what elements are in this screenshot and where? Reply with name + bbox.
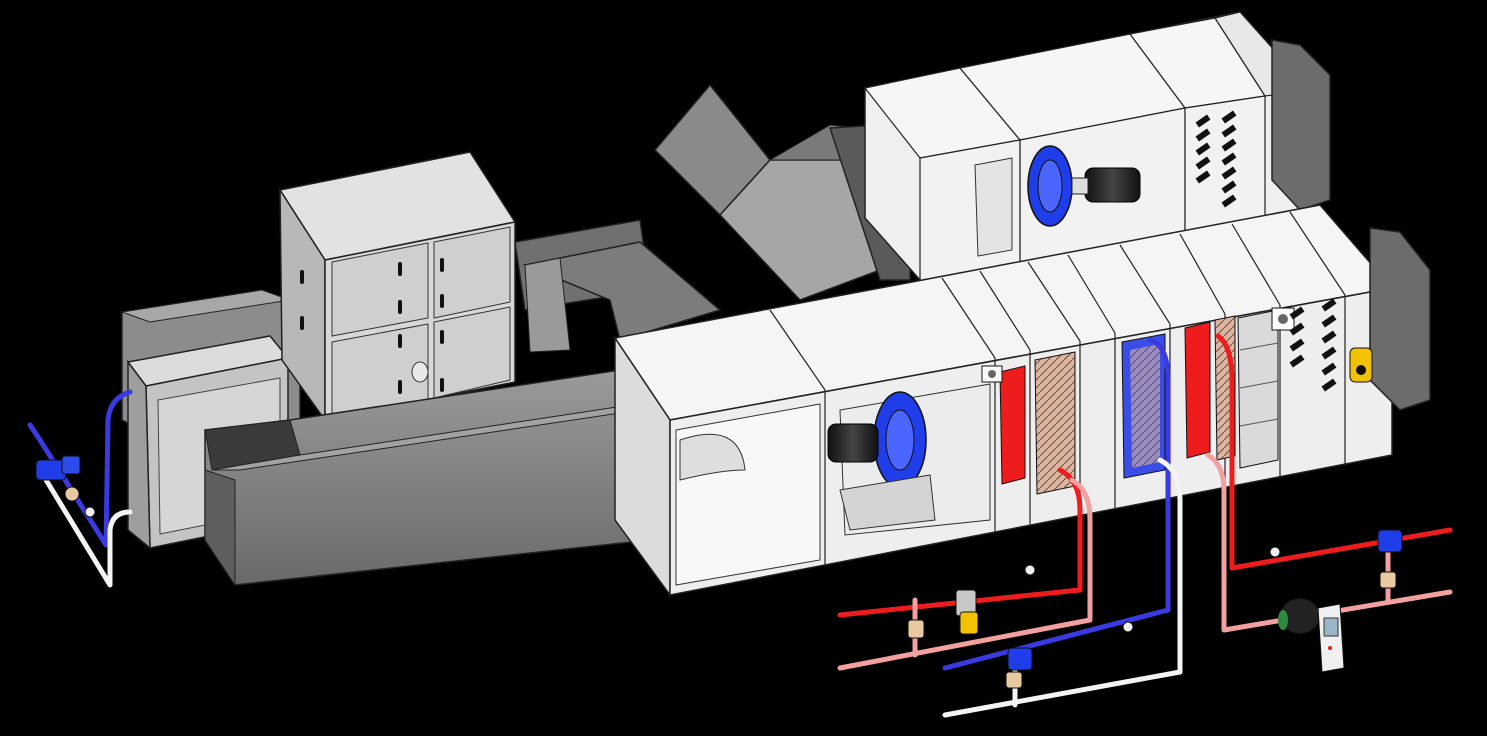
coil-icon xyxy=(999,365,1026,485)
cooling-valve xyxy=(1005,647,1033,689)
cooling-coil xyxy=(1121,333,1166,479)
motor-icon xyxy=(827,423,879,463)
heating-valve-2 xyxy=(1377,529,1403,589)
heating-valve-1 xyxy=(907,589,979,639)
valve-icon xyxy=(1007,647,1033,671)
gauge-icon xyxy=(1024,564,1036,576)
upper-damper-louvers xyxy=(1195,110,1237,208)
filter-bank xyxy=(1237,307,1295,469)
gauge-icon xyxy=(1269,546,1281,558)
gauge-icon xyxy=(84,506,96,518)
lower-damper-louvers xyxy=(1289,298,1373,392)
lower-supply-fan xyxy=(827,383,991,536)
circulation-pump xyxy=(1278,597,1345,673)
upper-supply-fan xyxy=(1027,145,1141,227)
heating-coil-1 xyxy=(981,351,1076,495)
upper-air-handling-unit xyxy=(863,11,1331,283)
piping-network xyxy=(27,333,1453,718)
coil-icon xyxy=(1184,321,1211,459)
connecting-ducts xyxy=(204,219,722,587)
left-control-valve xyxy=(35,455,81,502)
motor-icon xyxy=(1084,167,1141,203)
pressure-gauges xyxy=(84,506,1281,633)
upper-cabinet-unit xyxy=(278,151,517,423)
heating-coil-2 xyxy=(1184,315,1236,461)
filter-icon xyxy=(1237,309,1279,469)
valve-icon xyxy=(1377,529,1403,553)
gauge-icon xyxy=(1122,621,1134,633)
actuator-icon xyxy=(959,611,979,635)
